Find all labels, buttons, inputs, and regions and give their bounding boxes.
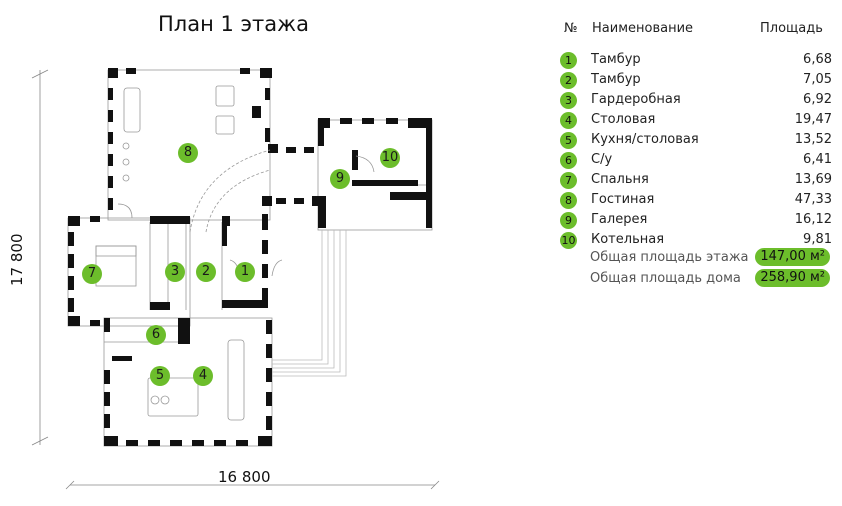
dimension-lines [31,69,440,490]
room-badge-6: 6 [146,325,166,345]
room-badge-1: 1 [235,262,255,282]
plan-title: План 1 этажа [158,12,309,36]
room-badge-8: 8 [178,143,198,163]
room-badge-3: 3 [165,262,185,282]
dimension-width: 16 800 [218,468,271,486]
room-badge-5: 5 [150,366,170,386]
furniture [95,85,245,421]
room-badge-7: 7 [82,264,102,284]
room-badge-2: 2 [196,262,216,282]
terrace-steps [272,230,347,377]
curved-gallery [189,149,271,233]
room-badge-4: 4 [193,366,213,386]
room-badge-10: 10 [380,148,400,168]
thick-walls [68,68,432,446]
thin-walls [67,69,433,447]
room-badge-9: 9 [330,169,350,189]
dimension-height: 17 800 [8,233,26,287]
